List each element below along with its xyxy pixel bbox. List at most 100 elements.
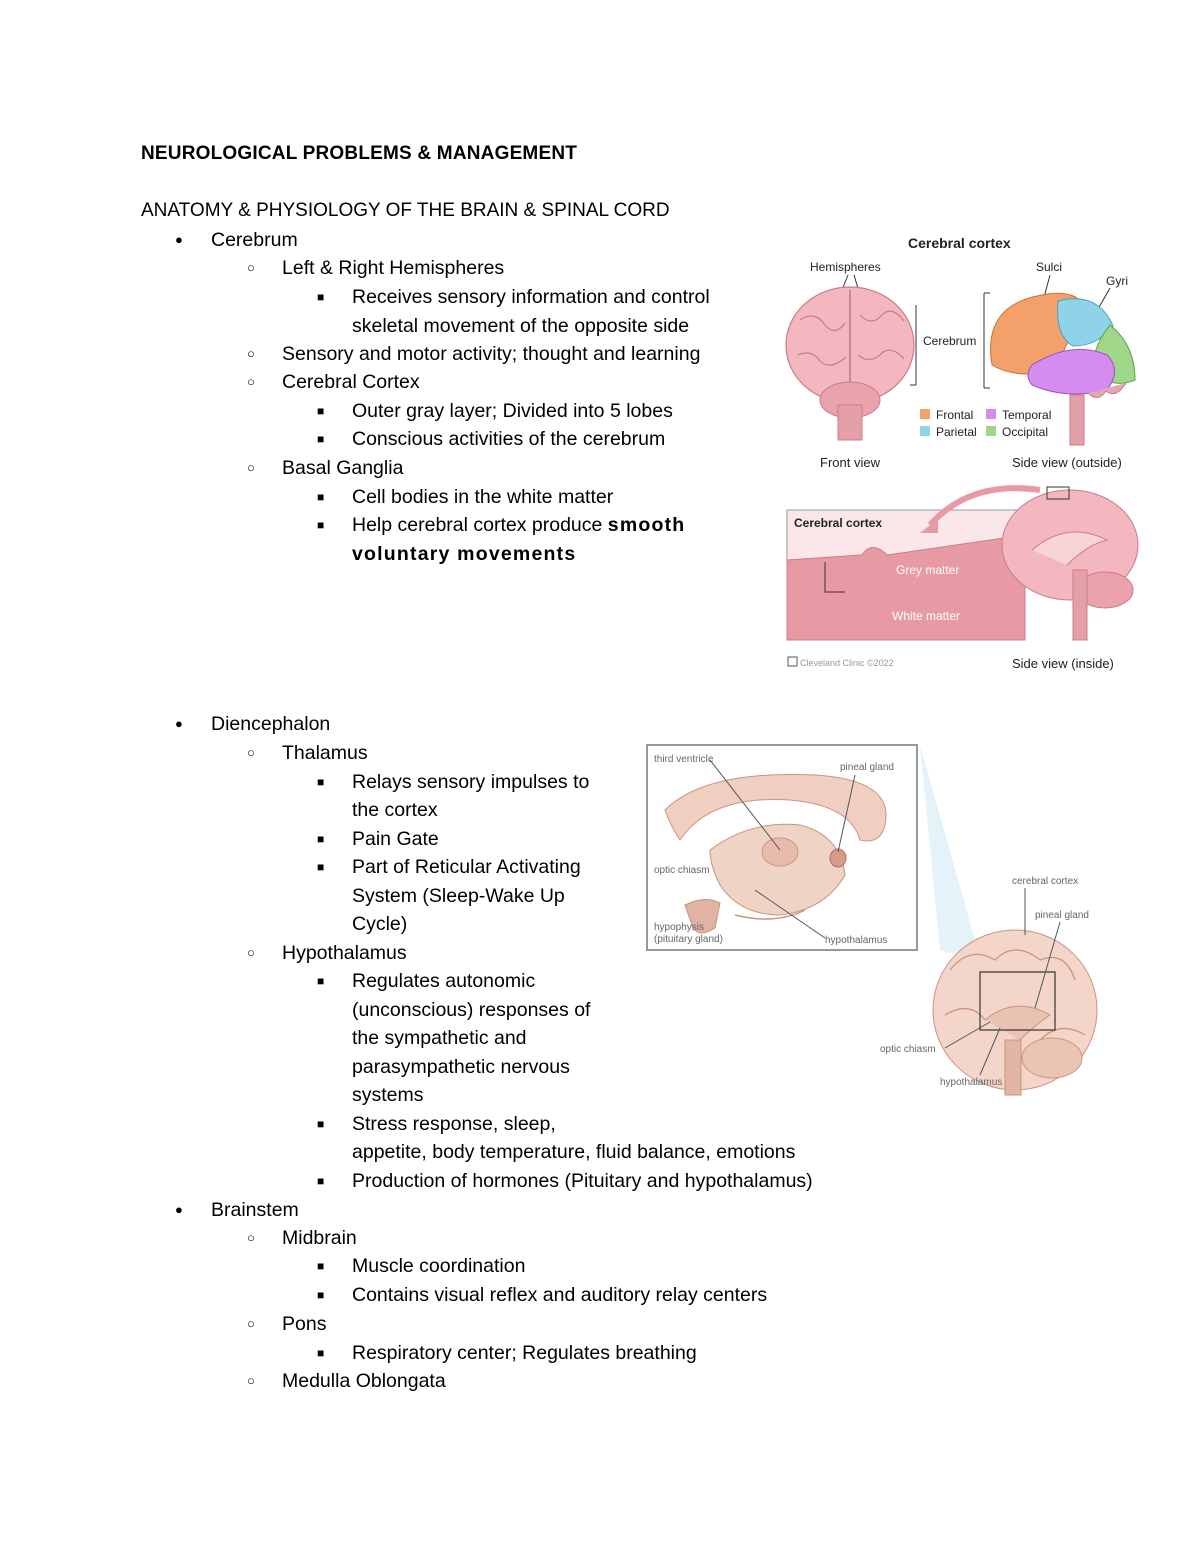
list-item-hypothalamus: Hypothalamus (282, 942, 407, 964)
list-item-text: Muscle coordination (352, 1255, 526, 1277)
label-front-view: Front view (820, 455, 881, 470)
label-optic-chiasm: optic chiasm (654, 865, 710, 876)
bullet-marker: ■ (317, 974, 325, 988)
label-gyri: Gyri (1106, 274, 1128, 288)
bullet-marker: ○ (247, 1373, 255, 1388)
bullet-marker: ■ (317, 518, 325, 532)
list-item-text: Outer gray layer; Divided into 5 lobes (352, 400, 673, 422)
bullet-marker: ■ (317, 1174, 325, 1188)
list-item-text: Cycle) (352, 913, 408, 935)
label-cerebral-cortex: cerebral cortex (1012, 876, 1078, 887)
label-hypophysis: hypophysis (654, 922, 704, 933)
inset-title: Cerebral cortex (794, 516, 882, 530)
list-item-cerebral-cortex: Cerebral Cortex (282, 371, 420, 393)
legend-swatch-temporal (986, 409, 996, 419)
label-side-outside: Side view (outside) (1012, 455, 1122, 470)
section-heading: ANATOMY & PHYSIOLOGY OF THE BRAIN & SPIN… (141, 200, 670, 221)
label-grey-matter: Grey matter (896, 563, 959, 577)
list-item-text: the cortex (352, 799, 438, 821)
front-view-brain (785, 286, 917, 441)
bullet-marker: ■ (317, 490, 325, 504)
detail-brain (664, 773, 887, 934)
bullet-marker: ■ (317, 432, 325, 446)
list-item-basal-ganglia: Basal Ganglia (282, 457, 404, 479)
bold-text: smooth (607, 514, 686, 536)
side-view-brain (990, 292, 1136, 446)
list-item-text: Pain Gate (352, 828, 439, 850)
list-item-text: Help cerebral cortex produce smooth (352, 511, 685, 539)
bullet-marker: ■ (317, 1117, 325, 1131)
label-optic-chiasm-2: optic chiasm (880, 1044, 936, 1055)
list-item-text: Respiratory center; Regulates breathing (352, 1342, 697, 1364)
label-pineal-gland: pineal gland (840, 762, 894, 773)
bullet-marker: ● (175, 716, 183, 731)
list-item-text: (unconscious) responses of (352, 999, 591, 1021)
legend-occipital: Occipital (1002, 425, 1048, 439)
list-item-pons: Pons (282, 1313, 327, 1335)
legend-swatch-occipital (986, 426, 996, 436)
list-item-thalamus: Thalamus (282, 742, 368, 764)
list-item-hemispheres: Left & Right Hemispheres (282, 257, 505, 279)
legend-parietal: Parietal (936, 425, 977, 439)
zoom-wedge (920, 745, 1035, 1020)
label-side-inside: Side view (inside) (1012, 656, 1114, 671)
plain-text: Help cerebral cortex produce (352, 514, 608, 536)
bullet-marker: ○ (247, 1230, 255, 1245)
document-title: NEUROLOGICAL PROBLEMS & MANAGEMENT (141, 143, 578, 164)
bullet-marker: ○ (247, 346, 255, 361)
legend-temporal: Temporal (1002, 408, 1051, 422)
label-white-matter: White matter (892, 609, 960, 623)
bullet-marker: ○ (247, 460, 255, 475)
bullet-marker: ■ (317, 290, 325, 304)
bullet-marker: ● (175, 232, 183, 247)
list-item-medulla: Medulla Oblongata (282, 1370, 446, 1392)
label-pituitary: (pituitary gland) (654, 934, 723, 945)
bullet-marker: ● (175, 1202, 183, 1217)
list-item-diencephalon: Diencephalon (211, 713, 331, 735)
bullet-marker: ■ (317, 1346, 325, 1360)
list-item-text: Relays sensory impulses to (352, 771, 590, 793)
bullet-marker: ■ (317, 860, 325, 874)
whole-brain (932, 929, 1098, 1096)
label-sulci: Sulci (1036, 260, 1062, 274)
bullet-marker: ○ (247, 745, 255, 760)
bullet-marker: ○ (247, 945, 255, 960)
bullet-marker: ○ (247, 374, 255, 389)
list-item-text: the sympathetic and (352, 1027, 527, 1049)
legend-swatch-frontal (920, 409, 930, 419)
list-item-text: Regulates autonomic (352, 970, 536, 992)
list-item-text: Conscious activities of the cerebrum (352, 428, 666, 450)
label-hypothalamus: hypothalamus (825, 935, 887, 946)
list-item-text: Sensory and motor activity; thought and … (282, 343, 701, 365)
list-item-text: Cell bodies in the white matter (352, 486, 614, 508)
list-item-text: skeletal movement of the opposite side (352, 315, 690, 337)
bullet-marker: ■ (317, 1259, 325, 1273)
list-item-brainstem: Brainstem (211, 1199, 299, 1221)
list-item-text: systems (352, 1084, 424, 1106)
label-pineal-gland-2: pineal gland (1035, 910, 1089, 921)
inset-tissue (786, 534, 1026, 641)
bullet-marker: ○ (247, 1316, 255, 1331)
legend-swatch-parietal (920, 426, 930, 436)
credit-text: Cleveland Clinic ©2022 (800, 658, 894, 668)
label-hypothalamus-2: hypothalamus (940, 1077, 1002, 1088)
bullet-marker: ■ (317, 1288, 325, 1302)
list-item-midbrain: Midbrain (282, 1227, 357, 1249)
list-item-text: parasympathetic nervous (352, 1056, 570, 1078)
list-item-text: Contains visual reflex and auditory rela… (352, 1284, 768, 1306)
legend-frontal: Frontal (936, 408, 973, 422)
list-item-text: System (Sleep-Wake Up (352, 885, 565, 907)
list-item-cerebrum: Cerebrum (211, 229, 298, 251)
bold-text: voluntary movements (352, 543, 577, 565)
list-item-text: appetite, body temperature, fluid balanc… (352, 1141, 796, 1163)
list-item-text: Part of Reticular Activating (352, 856, 581, 878)
figure-title: Cerebral cortex (908, 235, 1011, 251)
list-item-text: Stress response, sleep, (352, 1113, 556, 1135)
label-third-ventricle: third ventricle (654, 754, 714, 765)
list-item-text: Production of hormones (Pituitary and hy… (352, 1170, 813, 1192)
credit-logo (787, 656, 798, 667)
diencephalon-figure: third ventricle pineal gland optic chias… (646, 744, 1098, 1096)
side-inside-brain (1001, 486, 1139, 641)
inset-arrow (927, 485, 1041, 527)
bullet-marker: ■ (317, 775, 325, 789)
